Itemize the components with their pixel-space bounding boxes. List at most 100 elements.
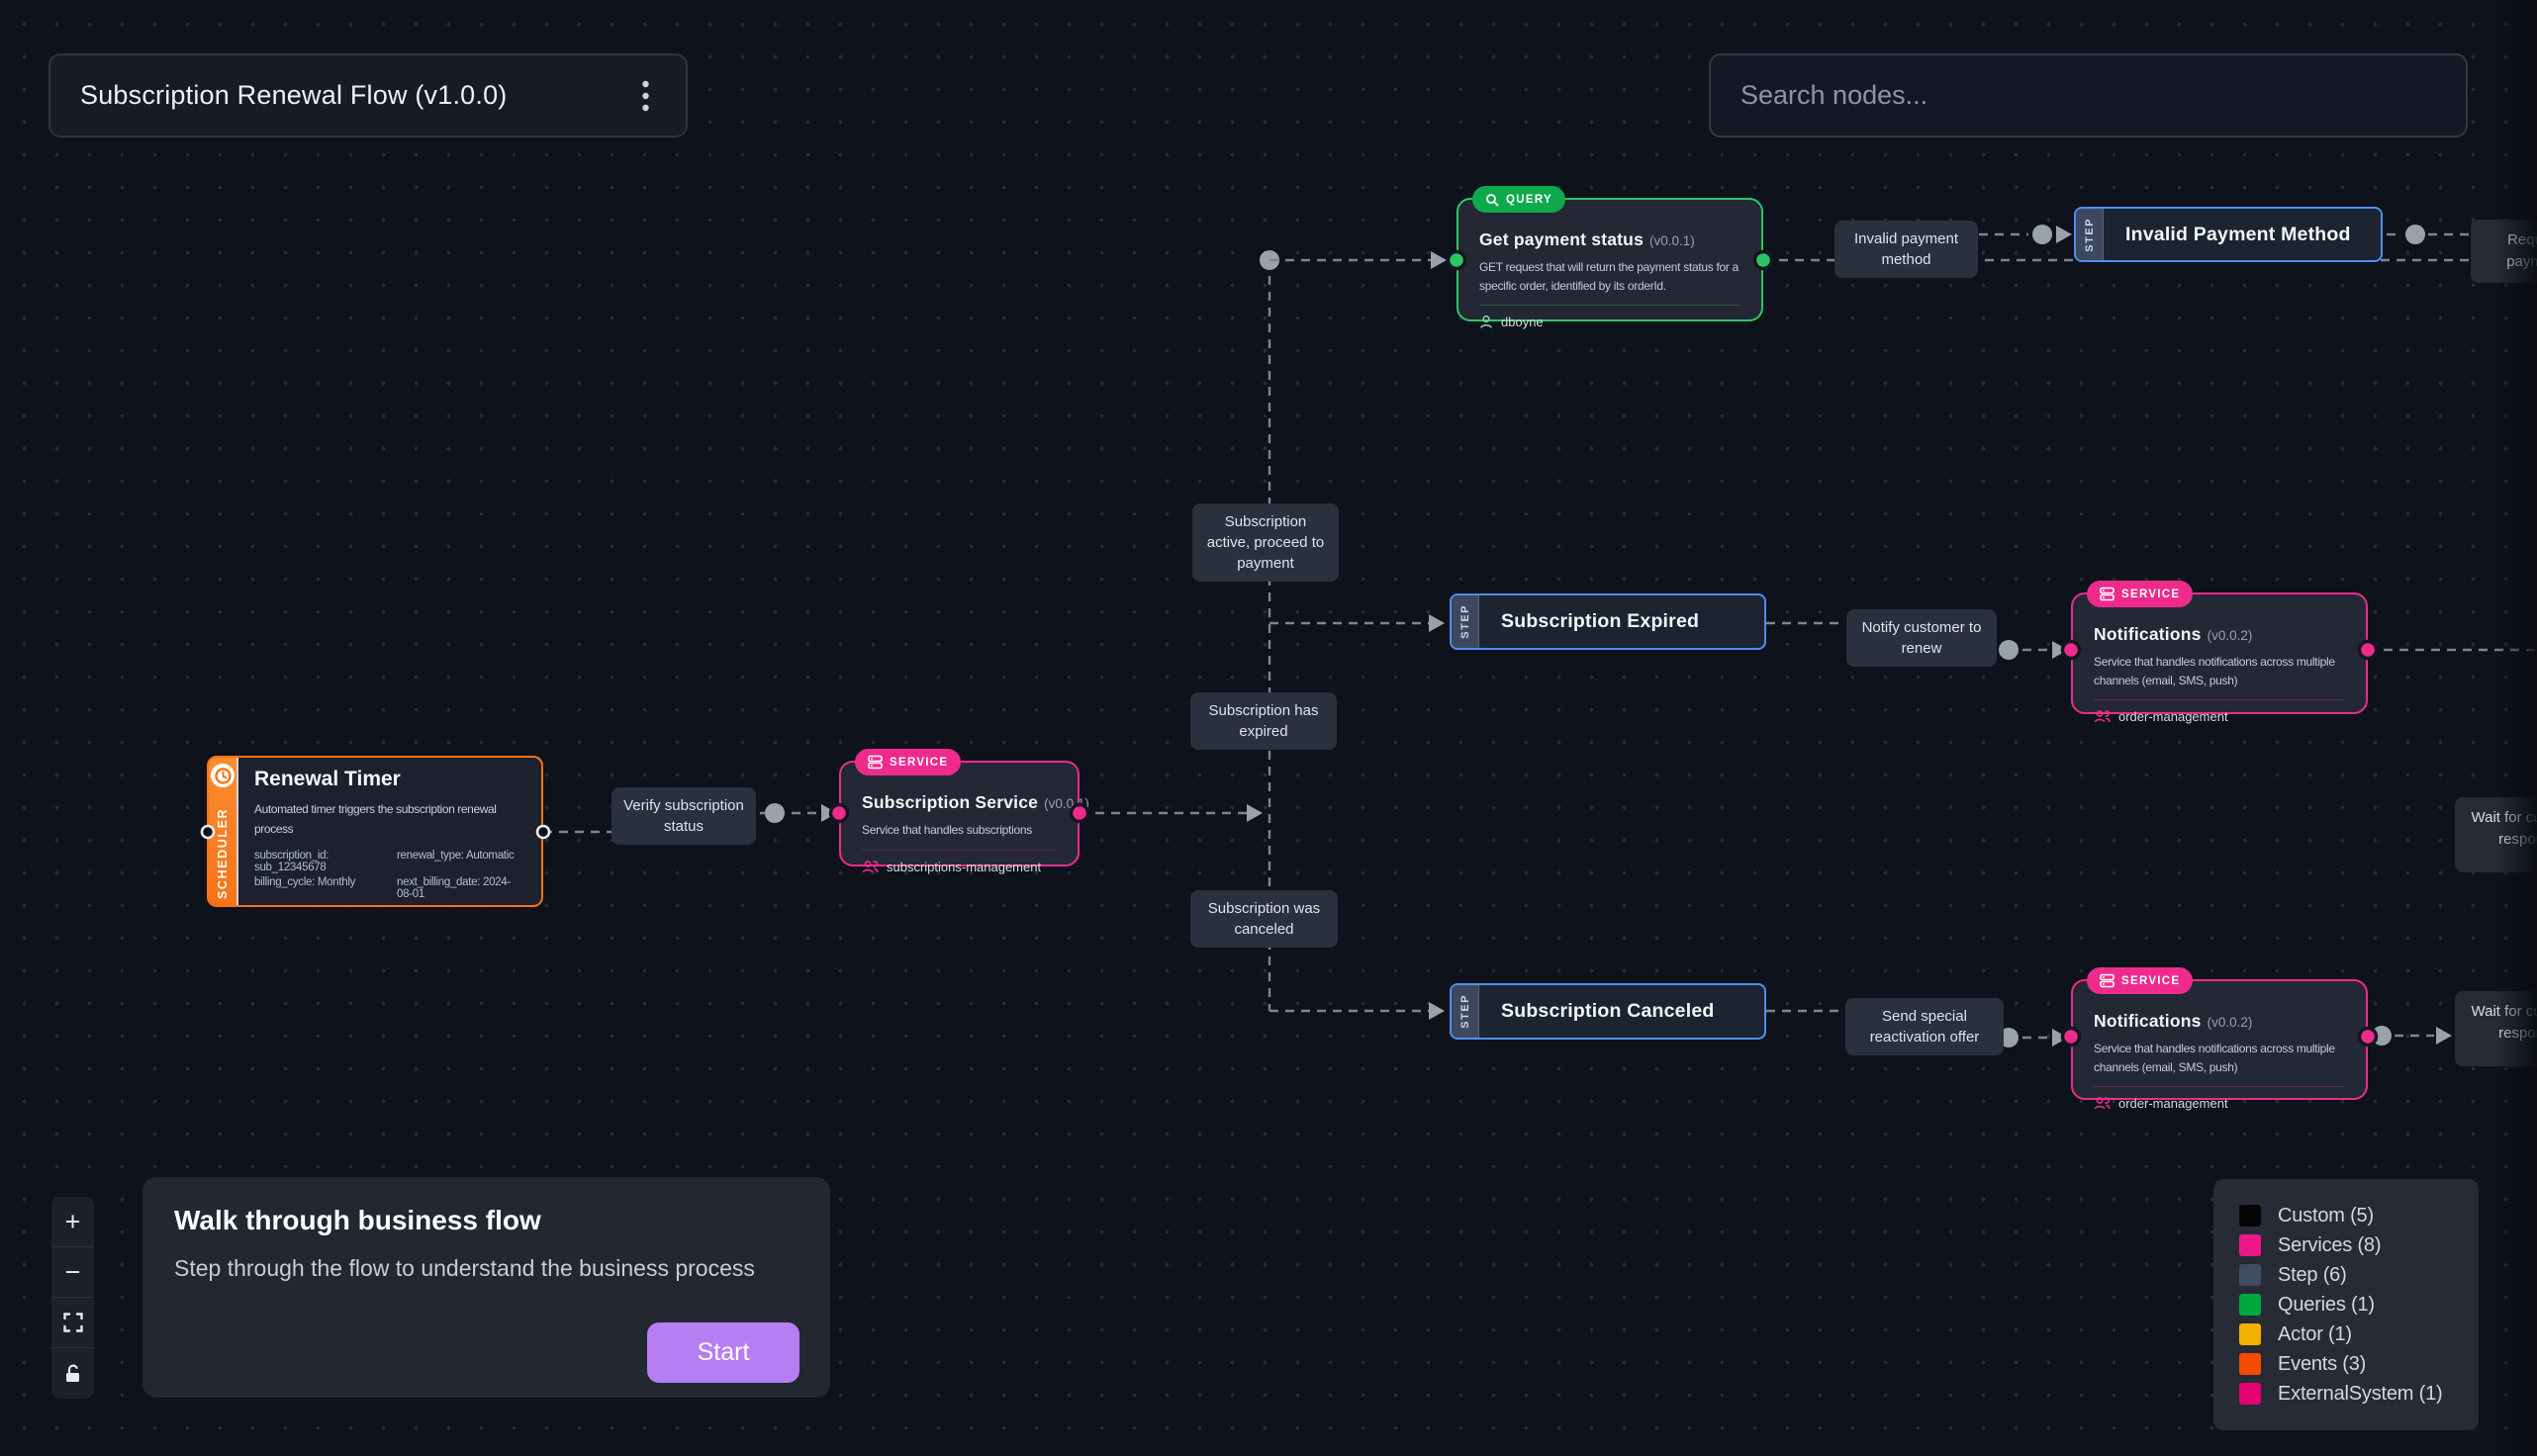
edge-arrow <box>2052 641 2068 659</box>
plus-icon: + <box>64 1206 81 1236</box>
field-billing-cycle: billing_cycle: Monthly <box>254 875 356 888</box>
team-icon <box>2094 710 2111 723</box>
legend-swatch <box>2239 1294 2261 1316</box>
edge-dot <box>2372 1026 2392 1046</box>
kebab-menu-icon[interactable] <box>628 74 662 118</box>
step-title: Subscription Expired <box>1501 610 1700 632</box>
edge-label-invalid-payment-method[interactable]: Invalid payment method <box>1834 221 1978 278</box>
fit-view-icon <box>62 1313 83 1332</box>
server-icon <box>2100 587 2114 601</box>
field-subscription-id: subscription_id: sub_12345678 <box>254 849 329 873</box>
edge-label-notify-customer[interactable]: Notify customer to renew <box>1846 609 1997 667</box>
node-get-payment-status[interactable]: QUERY Get payment status(v0.0.1) GET req… <box>1456 186 1763 329</box>
edge-dot <box>1260 250 1279 270</box>
node-title: Subscription Service <box>862 792 1039 812</box>
edge-label-subscription-expired[interactable]: Subscription has expired <box>1190 692 1337 750</box>
node-title: Notifications <box>2094 1011 2202 1031</box>
query-badge: QUERY <box>1472 186 1565 213</box>
node-description: GET request that will return the payment… <box>1479 260 1739 293</box>
field-next-billing-date: next_billing_date: 2024-08-01 <box>397 875 511 900</box>
search-input[interactable] <box>1711 55 2466 136</box>
clock-icon <box>211 764 235 787</box>
step-label: STEP <box>1458 994 1471 1029</box>
server-icon <box>868 755 883 770</box>
edge-dot <box>1999 640 2019 660</box>
legend-swatch <box>2239 1234 2261 1256</box>
node-step-subscription-canceled[interactable]: STEP Subscription Canceled <box>1450 983 1766 1040</box>
node-notifications-top[interactable]: SERVICE Notifications (v0.0.2) Service th… <box>2071 581 2368 724</box>
step-sidebar: STEP <box>1452 985 1479 1038</box>
renewal-timer-body: Renewal Timer Automated timer triggers t… <box>236 758 541 905</box>
edge-label-reactivation-offer[interactable]: Send special reactivation offer <box>1845 998 2004 1055</box>
node-description: Service that handles subscriptions <box>862 823 1032 837</box>
node-wait-customer-response-bottom-clipped[interactable]: Wait for customer response <box>2455 991 2537 1066</box>
node-description: Service that handles notifications acros… <box>2094 655 2335 687</box>
canvas-controls: + − <box>51 1197 94 1399</box>
fit-view-button[interactable] <box>51 1298 94 1348</box>
node-version: (v0.0.1) <box>1649 233 1695 248</box>
zoom-out-button[interactable]: − <box>51 1247 94 1298</box>
edge-label-verify-subscription-status[interactable]: Verify subscription status <box>611 787 756 845</box>
legend-item-queries: Queries (1) <box>2239 1290 2453 1320</box>
walkthrough-description: Step through the flow to understand the … <box>174 1255 755 1281</box>
search-box <box>1709 53 2468 137</box>
node-version: (v0.0.2) <box>2207 1015 2253 1030</box>
edge-arrow <box>1429 614 1445 632</box>
node-version: (v0.0.1) <box>1044 796 1089 811</box>
divider <box>862 849 1057 851</box>
step-sidebar: STEP <box>2076 209 2104 260</box>
node-wait-customer-response-top-clipped[interactable]: Wait for customer response <box>2455 797 2537 872</box>
legend-swatch <box>2239 1323 2261 1345</box>
node-step-invalid-payment-method[interactable]: STEP Invalid Payment Method <box>2074 207 2383 262</box>
edge-dot <box>2405 225 2425 244</box>
node-step-subscription-expired[interactable]: STEP Subscription Expired <box>1450 593 1766 650</box>
step-title: Subscription Canceled <box>1501 1000 1715 1022</box>
legend-item-externalsystem: ExternalSystem (1) <box>2239 1379 2453 1409</box>
edge-arrow <box>2436 1027 2452 1045</box>
divider <box>2094 699 2345 701</box>
start-button[interactable]: Start <box>647 1322 799 1383</box>
edge-arrow <box>1429 1002 1445 1020</box>
node-notifications-bottom[interactable]: SERVICE Notifications(v0.0.2) Service th… <box>2071 967 2368 1111</box>
legend-swatch <box>2239 1353 2261 1375</box>
legend-item-services: Services (8) <box>2239 1230 2453 1260</box>
node-title: Renewal Timer <box>254 768 401 790</box>
node-title: Notifications <box>2094 624 2202 644</box>
edge-arrow <box>2052 1029 2068 1046</box>
badge-label: SERVICE <box>890 756 949 769</box>
legend-item-step: Step (6) <box>2239 1260 2453 1290</box>
canvas-right-fade <box>2495 0 2537 1456</box>
edge-arrow <box>1247 804 1263 822</box>
edge-label-subscription-canceled[interactable]: Subscription was canceled <box>1190 890 1338 948</box>
server-icon <box>2100 973 2114 988</box>
node-description: Service that handles notifications acros… <box>2094 1042 2335 1074</box>
unlock-icon <box>65 1364 79 1382</box>
edge-label-subscription-active[interactable]: Subscription active, proceed to payment <box>1192 503 1339 582</box>
edge-dot <box>2032 225 2052 244</box>
lock-button[interactable] <box>51 1348 94 1399</box>
legend-item-events: Events (3) <box>2239 1349 2453 1379</box>
service-badge: SERVICE <box>2087 581 2194 607</box>
scheduler-sidebar: SCHEDULER <box>209 758 236 905</box>
team-icon <box>862 860 879 872</box>
divider <box>2094 1086 2345 1088</box>
edge-dot <box>765 803 785 823</box>
node-type-legend: Custom (5) Services (8) Step (6) Queries… <box>2213 1179 2479 1430</box>
minus-icon: − <box>64 1256 81 1287</box>
node-version: (v0.0.2) <box>2207 628 2253 643</box>
owner-label: dboyne <box>1501 315 1544 330</box>
edge-arrow <box>2056 226 2072 243</box>
flow-title-bar: Subscription Renewal Flow (v1.0.0) <box>48 53 688 137</box>
search-icon <box>1486 193 1499 206</box>
scheduler-label: SCHEDULER <box>216 807 230 899</box>
timer-fields: subscription_id: sub_12345678 renewal_ty… <box>254 850 525 900</box>
step-label: STEP <box>2083 217 2096 252</box>
owner-label: order-management <box>2118 1096 2228 1112</box>
node-renewal-timer[interactable]: SCHEDULER Renewal Timer Automated timer … <box>207 756 543 907</box>
step-title: Invalid Payment Method <box>2125 223 2351 245</box>
node-subscription-service[interactable]: SERVICE Subscription Service (v0.0.1) Ser… <box>839 749 1089 874</box>
zoom-in-button[interactable]: + <box>51 1197 94 1247</box>
flow-title: Subscription Renewal Flow (v1.0.0) <box>80 80 508 110</box>
node-request-payment-clipped[interactable]: Request payment <box>2471 220 2537 283</box>
